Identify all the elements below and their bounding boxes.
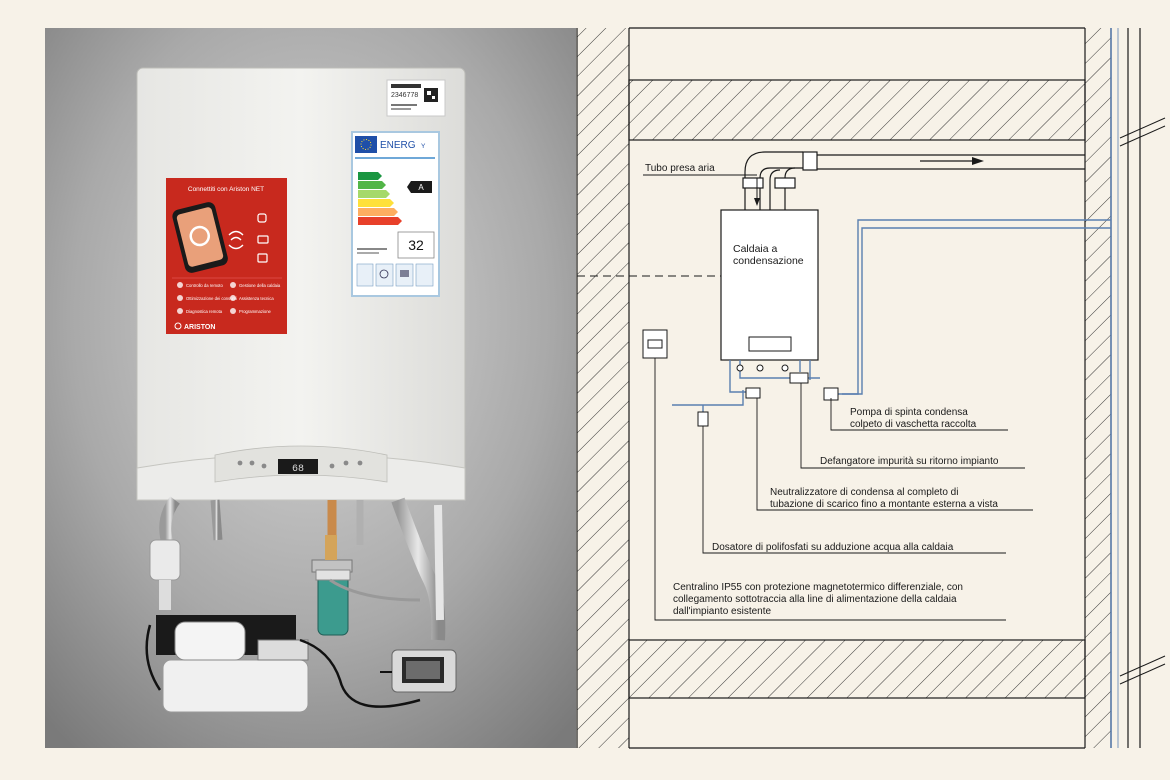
poster-item: Assistenza tecnica	[239, 296, 274, 301]
ariston-logo-icon	[174, 322, 182, 330]
qr-sticker: 2346778	[386, 79, 446, 117]
energy-label: ENERG Y A 32	[351, 131, 440, 297]
panel-button[interactable]	[261, 463, 267, 469]
flue-pipes	[742, 151, 1085, 210]
boiler-label: Caldaia a	[733, 243, 778, 255]
panel-button[interactable]	[357, 460, 363, 466]
label-electrical-panel: Centralino IP55 con protezione magnetote…	[673, 582, 963, 593]
wall-hatching	[577, 28, 1111, 748]
installation-diagram: Caldaia a condensazione	[576, 27, 1166, 749]
label-electrical-panel: collegamento sottotraccia alla line di a…	[673, 594, 957, 605]
label-neutralizer: Neutralizzatore di condensa al completo …	[770, 487, 958, 498]
polyphosphate-doser	[317, 574, 349, 636]
flow-arrow	[920, 157, 984, 165]
panel-button[interactable]	[249, 460, 255, 466]
leader-lines	[643, 174, 1033, 621]
boiler-control-panel: 68	[214, 445, 388, 483]
panel-button[interactable]	[329, 463, 335, 469]
condensate-pump	[145, 615, 421, 713]
poster-brand: ARISTON	[184, 324, 215, 331]
label-air-intake: Tubo presa aria	[645, 163, 715, 174]
poster-title: Connettiti con Ariston NET	[188, 186, 264, 193]
wifi-icon	[228, 230, 244, 250]
label-condensate-pump: Pompa di spinta condensa	[850, 407, 968, 418]
panel-button[interactable]	[237, 460, 243, 466]
energy-label-icons	[356, 263, 434, 287]
label-polyphosphate-doser: Dosatore di polifosfati su adduzione acq…	[712, 542, 954, 553]
boiler-diagram: Caldaia a condensazione	[720, 209, 819, 361]
label-dirt-separator: Defangatore impurità su ritorno impianto	[820, 456, 999, 467]
poster-item: Gestione della caldaia	[239, 283, 281, 288]
qr-code-text: 2346778	[391, 92, 418, 99]
energy-label-suffix: Y	[421, 143, 426, 150]
pipe-fittings	[697, 364, 839, 427]
poster-item: Ottimizzazione dei consumi	[186, 296, 237, 301]
thermostat-device	[380, 649, 457, 693]
energy-grade-arrow	[407, 181, 432, 193]
boiler-photo: 2346778 Connettiti con Ariston NET	[45, 28, 576, 748]
boiler-display-value: 68	[292, 464, 304, 475]
panel-button[interactable]	[343, 460, 349, 466]
poster-feature-list: Controllo da remoto Gestione della calda…	[177, 282, 281, 314]
poster-item: Diagnostica remota	[186, 309, 223, 314]
energy-label-header: ENERG	[380, 140, 416, 151]
label-neutralizer: tubazione di scarico fino a montante est…	[770, 499, 998, 510]
poster-item: Controllo da remoto	[186, 283, 223, 288]
label-electrical-panel: dall'impianto esistente	[673, 606, 772, 617]
eu-flag-icon	[355, 136, 377, 153]
boiler-label: condensazione	[733, 255, 804, 267]
energy-grade: A	[418, 183, 424, 192]
ariston-net-poster: Connettiti con Ariston NET Controllo da …	[166, 178, 287, 334]
electrical-panel	[642, 329, 668, 359]
boiler-display	[278, 459, 318, 474]
boiler-pipework	[149, 496, 446, 641]
energy-label-number: 32	[408, 237, 424, 253]
break-marks	[1119, 117, 1166, 685]
poster-item: Programmazione	[239, 309, 272, 314]
label-condensate-pump: colpeto di vaschetta raccolta	[850, 419, 977, 430]
energy-class-bars	[358, 172, 402, 225]
